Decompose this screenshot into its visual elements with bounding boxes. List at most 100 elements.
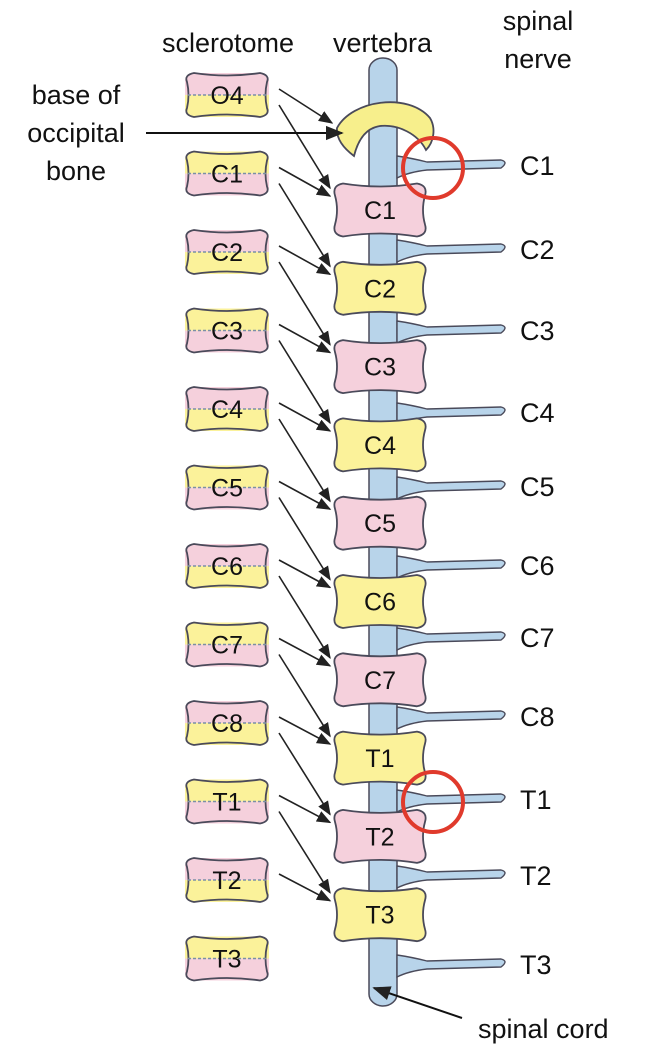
- vertebra-t2: T2: [333, 808, 427, 864]
- vertebra-c3: C3: [333, 339, 427, 395]
- spinal-nerve-label-c1: C1: [520, 151, 555, 181]
- sclerotome-lower-half: [185, 409, 269, 431]
- spinal-nerve-label-t1: T1: [520, 785, 552, 815]
- sclerotome-outline: [185, 464, 269, 511]
- arrow-c1-to-next: [278, 183, 331, 268]
- arrow-c2-caudal: [278, 245, 332, 275]
- vertebra-label: C4: [364, 432, 396, 460]
- sclerotome-outline: [185, 307, 269, 354]
- sclerotome-label: T1: [212, 789, 241, 817]
- vertebra-header: vertebra: [333, 28, 433, 58]
- sclerotome-outline: [185, 386, 269, 432]
- vertebra-label: C1: [364, 197, 396, 225]
- occipital-bone-shape: [336, 101, 435, 158]
- sclerotome-upper-half: [185, 936, 269, 959]
- sclerotome-lower-half: [185, 487, 269, 510]
- sclerotome-lower-half: [185, 723, 269, 745]
- vertebra-body: [333, 808, 427, 864]
- vertebra-label: C6: [364, 589, 396, 617]
- arrow-c5-caudal: [278, 480, 332, 510]
- sclerotome-upper-half: [185, 779, 269, 802]
- arrow-c1-caudal: [278, 166, 332, 197]
- sclerotome-upper-half: [185, 858, 269, 880]
- vertebra-label: C3: [364, 354, 396, 382]
- sclerotome-label: C6: [211, 553, 243, 581]
- sclerotome-lower-half: [185, 252, 269, 274]
- sclerotome-label: C3: [211, 318, 243, 346]
- sclerotome-label: C1: [211, 161, 243, 189]
- sclerotome-t2: T2: [185, 857, 269, 903]
- sclerotome-outline: [185, 935, 269, 982]
- spinal-nerve-header-line2: nerve: [504, 44, 572, 74]
- sclerotome-c4: C4: [185, 386, 269, 432]
- arrow-o4-to-next: [278, 104, 331, 190]
- sclerotome-label: C7: [211, 632, 243, 660]
- sclerotome-outline: [185, 229, 269, 275]
- vertebra-body: [333, 495, 427, 551]
- sclerotome-header: sclerotome: [162, 28, 294, 58]
- sclerotome-lower-half: [185, 880, 269, 902]
- sclerotome-upper-half: [185, 622, 269, 645]
- vertebra-t3: T3: [333, 887, 427, 943]
- sclerotome-outline: [185, 621, 269, 668]
- spinal-nerve-c3: [396, 320, 506, 345]
- spinal-nerve-c8: [396, 706, 506, 731]
- vertebra-label: C7: [364, 667, 396, 695]
- sclerotome-label: C2: [211, 239, 243, 267]
- spinal-nerve-label-c2: C2: [520, 235, 555, 265]
- vertebra-body: [333, 339, 427, 395]
- arrow-c6-to-next: [278, 575, 331, 660]
- vertebra-body: [333, 182, 427, 238]
- highlight-circle-c1: [401, 136, 465, 200]
- spinal-nerve-t1: [396, 789, 506, 814]
- highlight-circle-t1: [401, 770, 465, 834]
- vertebra-label: C2: [364, 275, 396, 303]
- vertebra-c2: C2: [333, 260, 427, 316]
- sclerotome-outline: [185, 857, 269, 903]
- arrow-c5-to-next: [278, 497, 331, 581]
- vertebra-label: T2: [365, 823, 394, 851]
- arrow-o4-caudal: [278, 88, 334, 124]
- vertebra-label: C5: [364, 510, 396, 538]
- vertebra-body: [333, 652, 427, 708]
- sclerotome-outline: [185, 778, 269, 825]
- arrows-group: [278, 88, 334, 902]
- sclerotome-c5: C5: [185, 464, 269, 511]
- arrow-t1-caudal: [278, 794, 332, 824]
- spinal-nerve-t2: [396, 865, 506, 890]
- spinal-nerve-label-c7: C7: [520, 623, 555, 653]
- sclerotome-upper-half: [185, 465, 269, 488]
- sclerotome-outline: [185, 700, 269, 746]
- sclerotome-lower-half: [185, 173, 269, 196]
- sclerotome-lower-half: [185, 330, 269, 353]
- sclerotome-label: T2: [212, 867, 241, 895]
- sclerotome-o4: O4: [185, 72, 269, 118]
- arrow-c4-caudal: [278, 402, 332, 432]
- sclerotome-c1: C1: [185, 150, 269, 197]
- spinal-nerve-c1: [396, 155, 506, 180]
- sclerotome-lower-half: [185, 644, 269, 667]
- vertebra-c5: C5: [333, 495, 427, 551]
- sclerotome-lower-half: [185, 566, 269, 588]
- vertebra-c7: C7: [333, 652, 427, 708]
- sclerotome-label: C5: [211, 475, 243, 503]
- sclerotome-c2: C2: [185, 229, 269, 275]
- sclerotome-label: O4: [210, 82, 243, 110]
- vertebra-body: [333, 417, 427, 473]
- arrow-c3-to-next: [278, 340, 331, 425]
- spinal-nerve-c6: [396, 555, 506, 580]
- vertebra-c6: C6: [333, 574, 427, 629]
- arrow-c2-to-next: [278, 261, 331, 346]
- sclerotome-upper-half: [185, 73, 269, 95]
- sclerotome-c3: C3: [185, 307, 269, 354]
- spinal-nerve-label-t3: T3: [520, 950, 552, 980]
- sclerotome-lower-half: [185, 958, 269, 981]
- sclerotome-label: C4: [211, 396, 243, 424]
- sclerotome-upper-half: [185, 230, 269, 252]
- sclerotome-upper-half: [185, 387, 269, 409]
- sclerotome-t1: T1: [185, 778, 269, 825]
- arrow-c8-caudal: [278, 716, 332, 745]
- arrow-c6-caudal: [278, 559, 332, 589]
- vertebra-c4: C4: [333, 417, 427, 473]
- vertebra-body: [333, 574, 427, 629]
